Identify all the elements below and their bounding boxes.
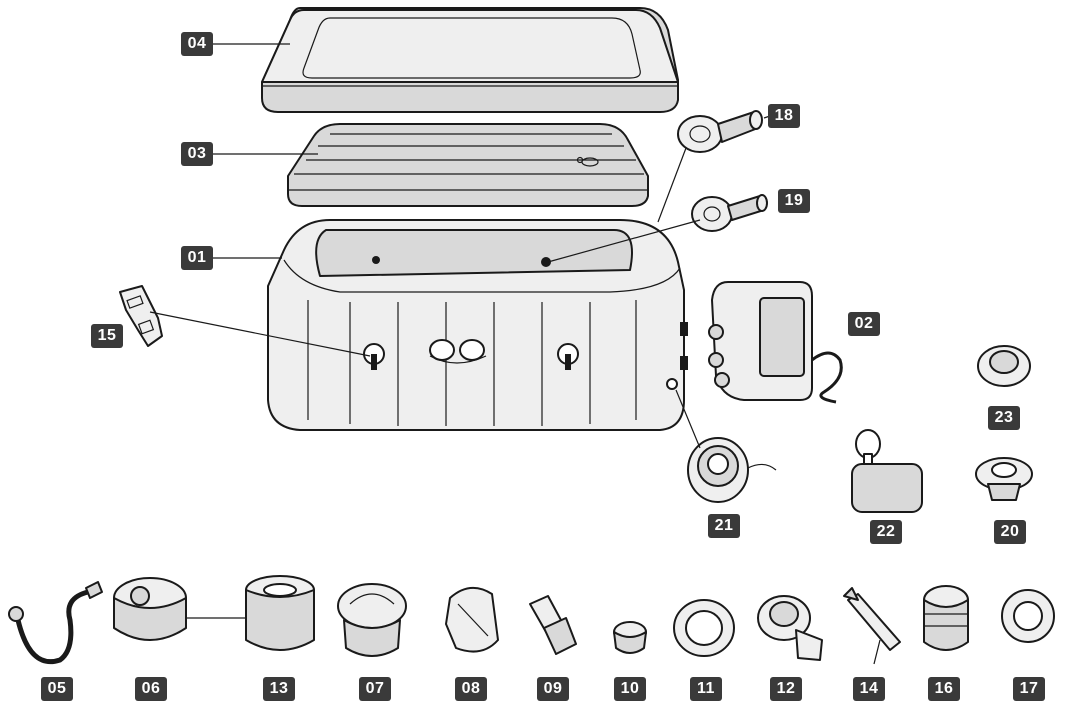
label-11: 11 [690,677,722,701]
label-17: 17 [1013,677,1045,701]
valve-a-part [337,583,407,657]
filter-housing-part [113,577,187,641]
nut-part [673,599,735,657]
label-09: 09 [537,677,569,701]
filter-port-part [687,437,777,503]
label-08: 08 [455,677,487,701]
label-02: 02 [848,312,880,336]
hose-part [8,581,103,664]
label-14: 14 [853,677,885,701]
jet-a-part [677,110,763,153]
label-04: 04 [181,32,213,56]
filter-cartridge-part [245,575,315,651]
label-03: 03 [181,142,213,166]
adapter-part [529,595,577,655]
label-20: 20 [994,520,1026,544]
jet-b-part [691,194,768,232]
connector-part [923,585,969,651]
elbow-part [757,595,823,661]
label-23: 23 [988,406,1020,430]
wrench-part [843,587,901,665]
spa-body-part [267,219,688,431]
label-07: 07 [359,677,391,701]
inflatable-cover-part [287,123,649,207]
label-15: 15 [91,324,123,348]
pump-part [708,281,843,404]
ring-part [1001,589,1055,643]
label-12: 12 [770,677,802,701]
valve-b-part [445,587,499,653]
cap-part [613,621,647,654]
label-05: 05 [41,677,73,701]
label-22: 22 [870,520,902,544]
plug-a-part [977,345,1031,387]
label-10: 10 [614,677,646,701]
cover-part [261,7,679,113]
label-01: 01 [181,246,213,270]
pillow-part [851,429,923,513]
leader-lines [149,43,771,619]
label-18: 18 [768,104,800,128]
buckle-part [119,285,163,347]
plug-b-part [975,457,1033,501]
label-16: 16 [928,677,960,701]
label-06: 06 [135,677,167,701]
label-19: 19 [778,189,810,213]
label-21: 21 [708,514,740,538]
label-13: 13 [263,677,295,701]
